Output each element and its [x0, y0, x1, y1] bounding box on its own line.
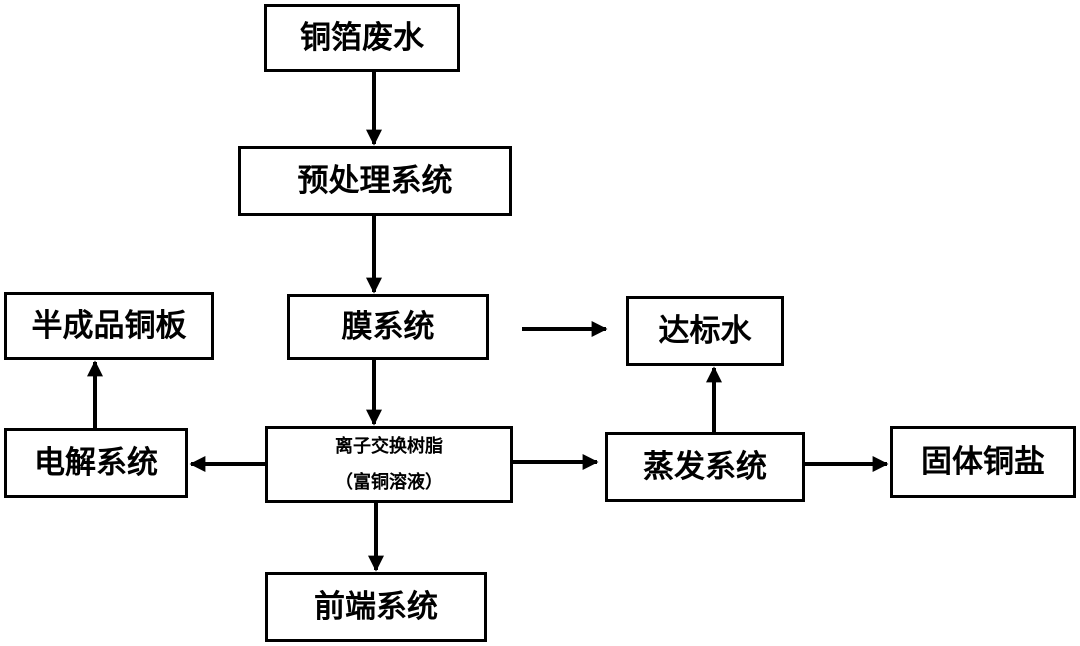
node-label: 达标水 [658, 312, 752, 349]
node-label: 半成品铜板 [31, 307, 187, 344]
node-sublabel: （富铜溶液） [335, 471, 443, 493]
node-label: 膜系统 [341, 308, 435, 345]
node-semi-finished-copper-plate: 半成品铜板 [4, 292, 214, 360]
node-front-end-system: 前端系统 [265, 572, 487, 642]
node-membrane-system: 膜系统 [287, 294, 489, 360]
node-label: 预处理系统 [297, 162, 453, 199]
node-solid-copper-salt: 固体铜盐 [890, 426, 1076, 498]
node-copper-foil-wastewater: 铜箔废水 [264, 4, 460, 72]
node-compliant-water: 达标水 [626, 296, 784, 366]
node-label: 前端系统 [314, 588, 438, 625]
node-electrolysis-system: 电解系统 [4, 428, 188, 498]
node-label: 铜箔废水 [300, 19, 424, 56]
node-label: 固体铜盐 [921, 443, 1045, 480]
node-ion-exchange-resin: 离子交换树脂 （富铜溶液） [265, 426, 513, 503]
node-pretreatment-system: 预处理系统 [238, 146, 512, 216]
node-label: 电解系统 [34, 444, 158, 481]
node-label: 蒸发系统 [643, 448, 767, 485]
node-evaporation-system: 蒸发系统 [605, 432, 805, 502]
node-label: 离子交换树脂 [335, 435, 443, 457]
